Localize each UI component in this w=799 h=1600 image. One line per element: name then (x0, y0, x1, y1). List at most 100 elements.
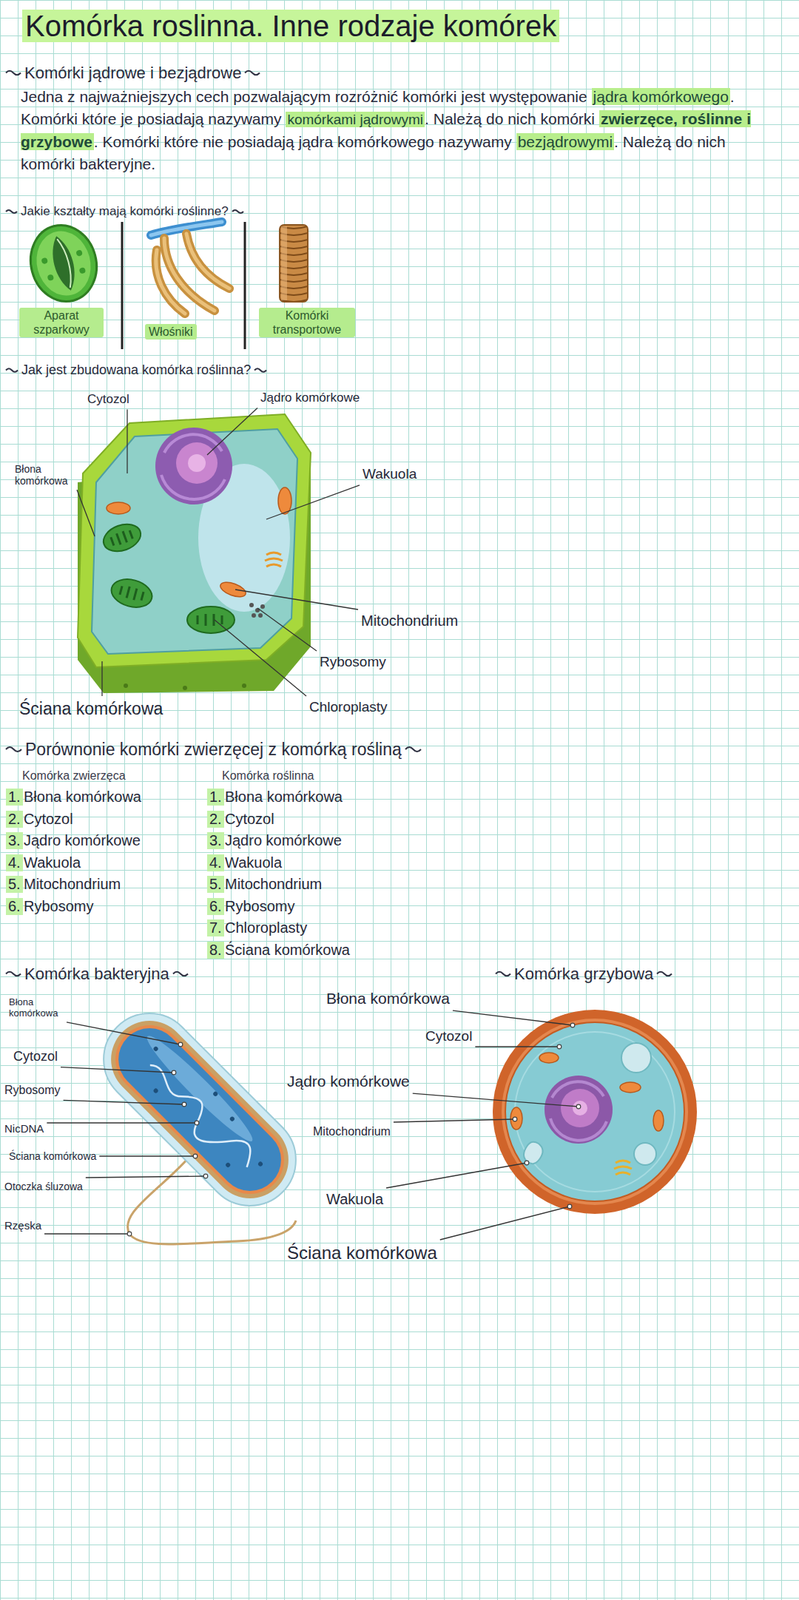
leader-line (207, 408, 258, 455)
section-heading: Jak jest zbudowana komórka roślinna? (4, 362, 268, 379)
root-hair-illustration (186, 233, 230, 289)
leader-dot (512, 1117, 518, 1122)
fungal-cell-illustration (572, 1100, 588, 1116)
leader-line (440, 1206, 570, 1240)
tilde-mark (4, 743, 23, 756)
row-number: 1. (5, 788, 23, 806)
row-number: 3. (5, 832, 23, 850)
heading-text: Komórka bakteryjna (24, 964, 170, 984)
part-label: Wakuola (326, 1191, 384, 1209)
tilde-mark (4, 67, 23, 79)
plant-cell-illustration (258, 613, 263, 618)
plant-cell-illustration (99, 519, 145, 557)
bacterium-illustration (224, 1162, 231, 1169)
row-number: 2. (5, 810, 23, 828)
part-label: Cytozol (425, 1028, 473, 1045)
bacterium-illustration (212, 1091, 219, 1098)
separator-line (244, 221, 247, 350)
part-label: NicDNA (4, 1122, 44, 1135)
paragraph: Jedna z najważniejszych cech pozwalający… (20, 85, 783, 176)
fungal-cell-illustration (505, 1022, 685, 1202)
table-header: Komórka zwierzęca (22, 769, 126, 783)
section-heading: Komórka grzybowa (494, 964, 674, 984)
stoma-illustration (29, 224, 98, 302)
section-heading: Komórki jądrowe i bezjądrowe (4, 63, 262, 83)
plant-cell-illustration (197, 614, 222, 626)
table-cell: Jądro komórkowe (224, 832, 342, 850)
leader-line (85, 1176, 206, 1178)
leader-dot (557, 1044, 562, 1050)
fungal-cell-illustration (544, 1075, 613, 1144)
part-label: Wakuola (362, 466, 417, 483)
plant-cell-illustration (155, 427, 233, 505)
fungal-cell-illustration (614, 1160, 632, 1175)
leader-line (44, 1233, 130, 1235)
part-label: Jądro komórkowe (287, 1072, 410, 1091)
part-label: Cytozol (87, 392, 130, 407)
table-cell: Mitochondrium (224, 875, 322, 893)
heading-text: Porównonie komórki zwierzęcej z komórką … (25, 739, 402, 760)
leader-dot (181, 1102, 187, 1107)
tilde-stroke (232, 210, 244, 214)
bacterium-illustration (95, 1005, 305, 1215)
tilde-stroke (656, 972, 672, 977)
row-number: 5. (5, 875, 23, 893)
table-cell: Rybosomy (224, 898, 295, 916)
row-number: 4. (5, 854, 23, 872)
part-label: Mitochondrium (312, 1125, 391, 1139)
leader-line (99, 1155, 196, 1157)
plant-cell-illustration (108, 574, 155, 612)
heading-text: Komórki jądrowe i bezjądrowe (24, 63, 242, 83)
leader-dot (567, 1204, 572, 1209)
plant-cell-illustration (260, 604, 265, 609)
leader-dot (171, 1070, 177, 1075)
plant-cell-illustration (278, 487, 292, 515)
row-number: 5. (207, 875, 225, 893)
leader-line (452, 1010, 573, 1026)
heading-text: Jak jest zbudowana komórka roślinna? (21, 362, 251, 379)
tilde-mark (230, 207, 245, 217)
plant-cell-illustration (187, 454, 206, 473)
leader-dot (193, 1154, 198, 1159)
fungal-cell-illustration (560, 1089, 600, 1128)
fungal-cell-illustration (514, 1032, 675, 1192)
stoma-illustration (78, 267, 86, 275)
highlighted-term: komórkami jądrowymi (285, 111, 425, 128)
plant-cell-illustration (264, 552, 283, 567)
part-label: Rybosomy (4, 1083, 61, 1098)
tilde-stroke (405, 747, 421, 752)
table-cell: Cytozol (224, 810, 275, 828)
root-hair-illustration (186, 233, 230, 289)
leader-dot (127, 1231, 132, 1237)
table-cell: Ściana komórkowa (224, 941, 350, 959)
part-label: Chloroplasty (309, 699, 388, 716)
table-cell: Mitochondrium (23, 875, 121, 893)
tilde-stroke (495, 972, 511, 977)
bacterium-illustration (229, 1115, 236, 1122)
caption-box: Włośniki (145, 324, 197, 340)
tilde-mark (243, 67, 262, 79)
part-label: Błona komórkowa (326, 989, 450, 1008)
stoma-illustration (75, 249, 83, 257)
leader-line (66, 1022, 181, 1045)
fungal-cell-illustration (653, 1110, 664, 1132)
section-heading: Komórka bakteryjna (4, 964, 190, 984)
root-hair-illustration (156, 250, 185, 314)
row-number: 4. (207, 854, 225, 872)
bacterium-illustration (152, 1087, 159, 1094)
part-label: Ściana komórkowa (8, 1150, 97, 1163)
part-label: Mitochondrium (361, 612, 458, 630)
table-header: Komórka roślinna (221, 769, 315, 783)
fungal-cell-illustration (510, 1107, 523, 1130)
table-cell: Błona komórkowa (224, 788, 343, 806)
tilde-mark (655, 968, 674, 980)
leader-line (63, 1100, 185, 1105)
highlighted-term: bezjądrowymi (516, 133, 615, 151)
leader-line (214, 619, 307, 697)
tilde-stroke (244, 71, 260, 76)
stoma-illustration (22, 217, 106, 309)
part-label: Błona komórkowa (8, 997, 64, 1020)
leader-line (257, 608, 317, 652)
bacterium-illustration (84, 994, 315, 1225)
leader-dot (203, 1174, 208, 1179)
